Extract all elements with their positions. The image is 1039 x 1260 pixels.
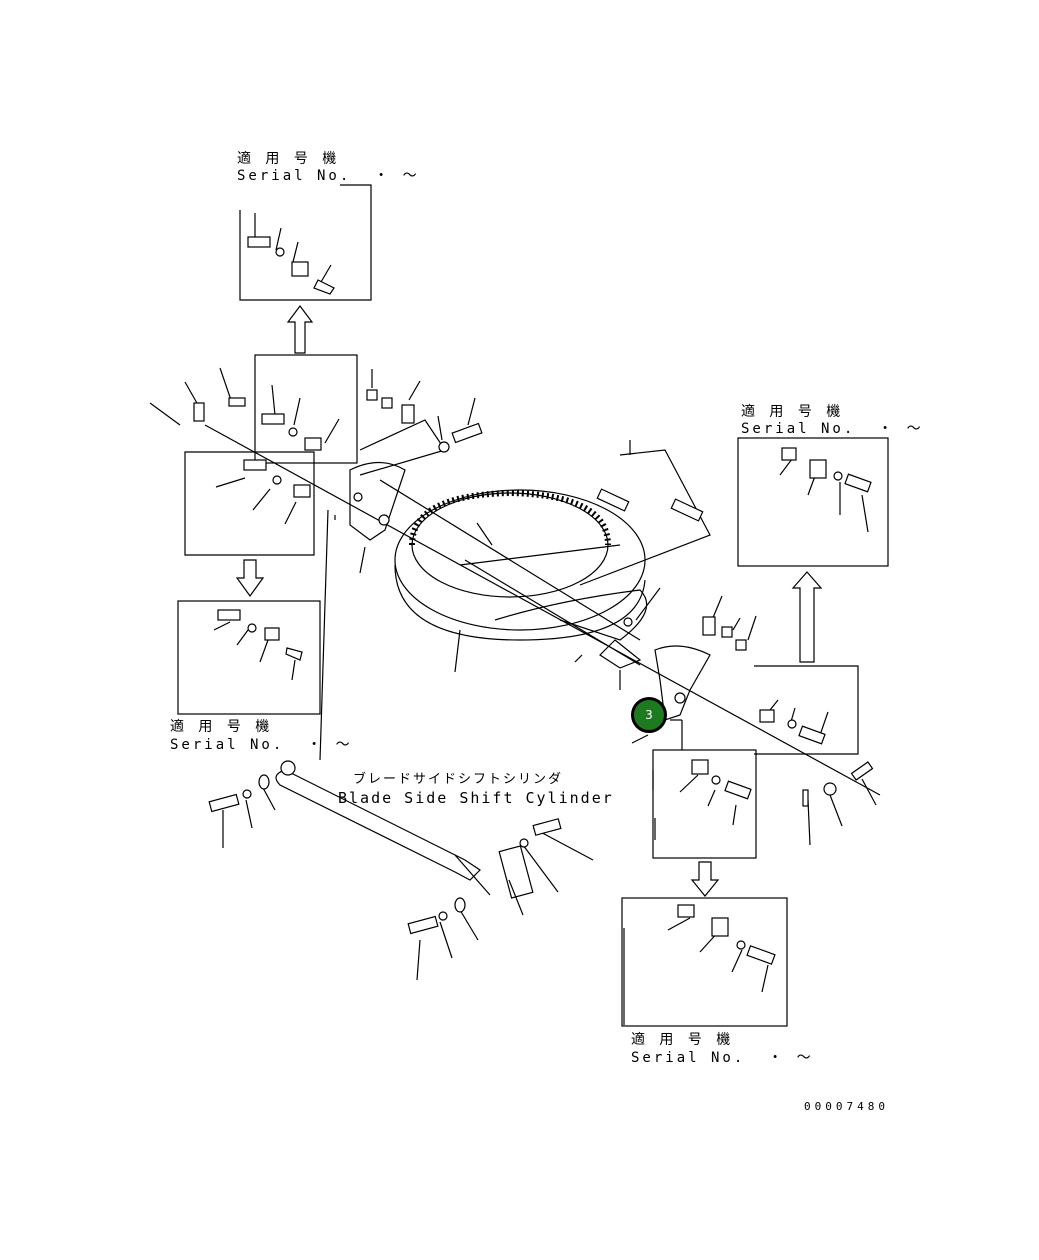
serial-label-jp: 適 用 号 機 <box>631 1032 734 1048</box>
bolt-icon <box>724 780 752 800</box>
bracket-icon <box>781 447 797 461</box>
bolt-icon <box>208 793 240 813</box>
arrow-up-icon <box>286 305 314 354</box>
nut-icon <box>735 639 747 651</box>
drawbar-line <box>204 424 881 796</box>
circle-gear-outer <box>394 489 646 631</box>
washer-icon <box>823 782 837 796</box>
bolt-icon <box>844 473 872 493</box>
washer-icon <box>438 441 450 453</box>
serial-label-en: Serial No. ・ ～ <box>237 168 420 184</box>
pin-icon <box>802 789 809 807</box>
washer-icon <box>833 471 843 481</box>
pin-icon <box>596 488 630 512</box>
serial-label-jp: 適 用 号 機 <box>237 151 340 167</box>
bracket-left <box>349 461 406 541</box>
washer-icon <box>288 427 298 437</box>
bracket-icon <box>293 484 311 498</box>
bolt-icon <box>746 945 776 965</box>
bracket-icon <box>691 759 709 775</box>
washer-icon <box>711 775 721 785</box>
washer-icon <box>736 940 746 950</box>
inset-box-top-right <box>737 437 889 567</box>
washer-icon <box>242 789 252 799</box>
bolt-icon <box>261 413 285 425</box>
bolt-icon <box>451 422 483 444</box>
serial-label-en: Serial No. ・ ～ <box>741 421 924 437</box>
plate-icon <box>702 616 716 636</box>
arrow-up-icon <box>791 571 823 663</box>
arrow-down-icon <box>690 861 720 897</box>
washer-icon <box>454 897 466 913</box>
washer-icon <box>275 247 285 257</box>
bolt-icon <box>228 397 246 407</box>
bracket-icon <box>304 437 322 451</box>
serial-label-en: Serial No. ・ ～ <box>631 1050 814 1066</box>
washer-icon <box>787 719 797 729</box>
serial-label-jp: 適 用 号 機 <box>741 404 844 420</box>
cylinder-caption-en: Blade Side Shift Cylinder <box>338 789 614 807</box>
bracket-right <box>654 645 711 721</box>
pin-icon <box>670 498 704 522</box>
bolt-icon <box>407 915 439 935</box>
inset-box-upper-left <box>254 354 358 464</box>
inset-box-middle-left <box>184 451 315 556</box>
washer-icon <box>438 911 448 921</box>
plate-icon <box>401 404 415 424</box>
cylinder-caption-jp: ブレードサイドシフトシリンダ <box>353 772 564 787</box>
circle-gear-body <box>394 564 646 641</box>
bolt-icon <box>532 818 562 836</box>
washer-icon <box>272 475 282 485</box>
circle-gear-inner <box>411 492 609 598</box>
bolt-icon <box>243 459 267 471</box>
document-number: 00007480 <box>804 1100 889 1113</box>
serial-label-jp: 適 用 号 機 <box>170 719 273 735</box>
washer-icon <box>247 623 257 633</box>
bolt-icon <box>217 609 241 621</box>
bracket-icon <box>759 709 775 723</box>
nut-icon <box>721 626 733 638</box>
bolt-icon <box>193 402 205 422</box>
arrow-down-icon <box>235 559 265 598</box>
bracket-icon <box>711 917 729 937</box>
bracket-icon <box>291 261 309 277</box>
clip-icon <box>313 279 335 295</box>
nut-icon <box>381 397 393 409</box>
washer-icon <box>519 838 529 848</box>
bolt-icon <box>798 725 826 745</box>
bolt-icon <box>850 761 874 781</box>
bracket-icon <box>677 904 695 918</box>
bracket-icon <box>264 627 280 641</box>
inset-box-bottom-right <box>621 897 788 1027</box>
clip-icon <box>285 647 303 661</box>
drawbar-line <box>379 479 641 641</box>
inset-box-lower-right <box>652 749 757 859</box>
inset-box-top-left <box>239 184 372 301</box>
inset-box-lower-left <box>177 600 321 715</box>
callout-marker-3[interactable]: 3 <box>631 697 667 733</box>
serial-label-en: Serial No. ・ ～ <box>170 737 353 753</box>
bolt-icon <box>247 236 271 248</box>
washer-icon <box>258 774 270 790</box>
circle-gear-teeth <box>409 489 611 546</box>
nut-icon <box>366 389 378 401</box>
side-shift-cylinder <box>275 769 481 881</box>
bracket-icon <box>809 459 827 479</box>
